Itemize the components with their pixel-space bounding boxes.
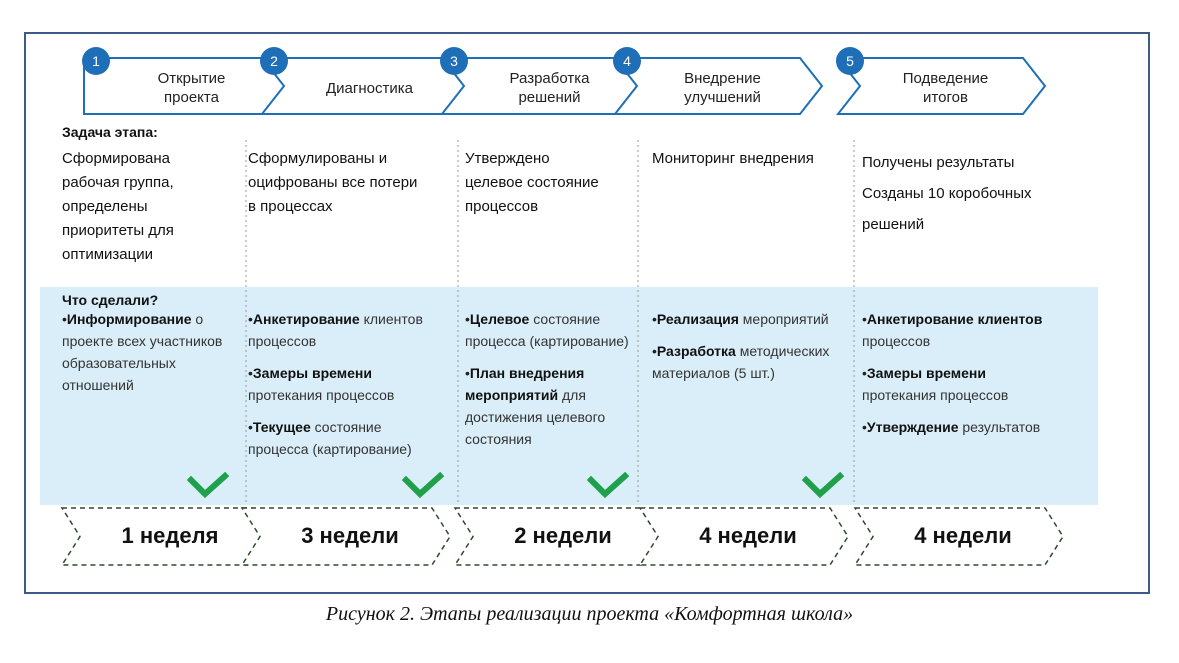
stage-task: Мониторинг внедрения [652,150,814,167]
done-item-key: Реализация [656,311,739,327]
bullet: • [248,365,253,381]
stage-task: Сформирована рабочая группа, определены … [62,150,174,263]
check-icon [801,471,845,499]
done-item: •Реализация мероприятий [652,308,839,330]
check-icon [401,471,445,499]
bullet: • [862,311,867,327]
done-item: •Замеры времени протекания процессов [862,362,1054,406]
done-header: Что сделали? [62,292,159,308]
check-icon [186,471,230,499]
done-item-key: Разработка [656,343,736,359]
stage-number: 3 [450,53,458,69]
duration-arrow [240,507,451,566]
stage-done-list: •Целевое состояние процесса (картировани… [465,308,637,460]
done-item-text: протекания процессов [248,387,395,403]
bullet: • [652,343,657,359]
stage-duration: 2 недели [514,523,612,548]
done-item: •Анкетирование клиентов процессов [862,308,1054,352]
stage-number: 1 [92,53,100,69]
figure-caption: Рисунок 2. Этапы реализации проекта «Ком… [325,603,854,625]
check-icon [586,471,630,499]
stage-number-circle [260,47,288,75]
stage-title: Подведение итогов [902,70,989,106]
done-item: •Информирование о проекте всех участнико… [62,308,232,396]
stage-title: Внедрение улучшений [684,70,761,106]
done-item-key: Замеры времени [252,365,372,381]
done-item-text: о проекте всех участников образовательны… [62,311,223,393]
done-item-text: для достижения целевого состояния [465,387,606,447]
done-item-text: клиентов процессов [248,311,423,349]
stage-duration: 4 недели [699,523,797,548]
done-item-key: Текущее [252,419,311,435]
done-band [40,287,1098,505]
done-item-key: Замеры времени [866,365,986,381]
done-item-key: Анкетирование [252,311,360,327]
done-item-text: методических материалов (5 шт.) [652,343,830,381]
stage-number-circle [613,47,641,75]
bullet: • [62,311,67,327]
done-item: •Замеры времени протекания процессов [248,362,445,406]
done-item-text: состояние процесса (картирование) [465,311,629,349]
stage-number-circle [440,47,468,75]
stage-task: Утверждено целевое состояние процессов [465,150,599,215]
bullet: • [465,311,470,327]
stage-done-list: •Анкетирование клиентов процессов•Замеры… [862,308,1054,448]
stage-done-list: •Информирование о проекте всех участнико… [62,308,232,406]
done-item: •Целевое состояние процесса (картировани… [465,308,637,352]
done-item-key: Целевое [469,311,530,327]
stage-chevron [835,57,1047,115]
stage-done-list: •Анкетирование клиентов процессов•Замеры… [248,308,445,470]
stage-task: Получены результаты Созданы 10 коробочны… [862,154,1032,233]
done-item-text: процессов [862,333,931,349]
bullet: • [862,365,867,381]
done-item-key: План внедрения мероприятий [465,365,585,403]
bullet: • [248,311,253,327]
stage-number-circle [836,47,864,75]
done-item: •Утверждение результатов [862,416,1054,438]
done-item-text: состояние процесса (картирование) [248,419,412,457]
figure-frame [24,32,1150,594]
done-item: •Текущее состояние процесса (картировани… [248,416,445,460]
stage-title: Разработка решений [509,70,590,106]
stage-duration: 4 недели [914,523,1012,548]
done-item: •Анкетирование клиентов процессов [248,308,445,352]
bullet: • [465,365,470,381]
done-item-text: мероприятий [738,311,829,327]
stage-duration: 1 неделя [121,523,219,548]
task-header: Задача этапа: [62,124,158,140]
bullet: • [652,311,657,327]
done-item-key: Утверждение [866,419,959,435]
stage-number: 2 [270,53,278,69]
stage-done-list: •Реализация мероприятий•Разработка метод… [652,308,839,394]
duration-arrow [853,507,1064,566]
duration-arrow [638,507,849,566]
done-item-text: результатов [958,419,1041,435]
done-item: •Разработка методических материалов (5 ш… [652,340,839,384]
bullet: • [248,419,253,435]
stage-number: 4 [623,53,631,69]
stage-title: Открытие проекта [157,70,226,106]
stage-title: Диагностика [326,79,413,97]
stage-task: Сформулированы и оцифрованы все потери в… [248,150,418,215]
done-item-key: Анкетирование клиентов [866,311,1043,327]
stage-chevron [612,57,824,115]
done-item: •План внедрения мероприятий для достижен… [465,362,637,450]
stage-number-circle [82,47,110,75]
done-item-text: протекания процессов [862,387,1009,403]
stage-number: 5 [846,53,854,69]
bullet: • [862,419,867,435]
done-item-key: Информирование [66,311,192,327]
stage-duration: 3 недели [301,523,399,548]
